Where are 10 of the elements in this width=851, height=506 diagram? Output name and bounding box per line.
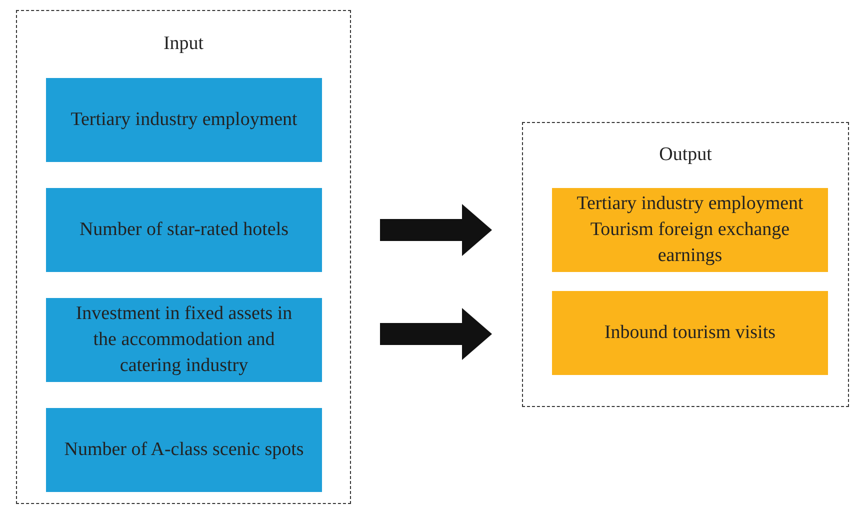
- indicator-box: Investment in fixed assets in the accommodation and catering industry: [46, 298, 322, 382]
- indicator-box: Tertiary industry employment Tourism foreign exchange earnings: [552, 188, 828, 272]
- dashed-group-box: [522, 122, 849, 407]
- indicator-box: Number of star-rated hotels: [46, 188, 322, 272]
- indicator-box: Number of A-class scenic spots: [46, 408, 322, 492]
- dashed-group-box: [16, 10, 351, 504]
- indicator-box: Inbound tourism visits: [552, 291, 828, 375]
- group-heading: Input: [163, 33, 204, 55]
- indicator-box: Tertiary industry employment: [46, 78, 322, 162]
- group-heading: Output: [659, 144, 712, 166]
